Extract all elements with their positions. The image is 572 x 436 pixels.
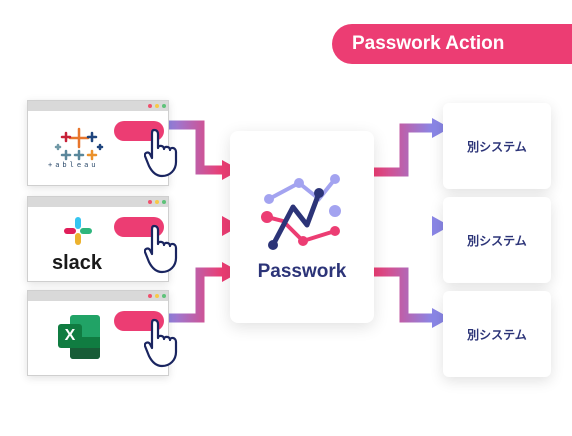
slack-logo-icon [64,217,92,245]
window-dot-yellow [155,104,159,108]
system-label: 別システム [467,139,527,154]
system-label: 別システム [467,327,527,342]
arrowhead-system3 [432,308,450,328]
window-dot-green [162,104,166,108]
excel-logo-icon: X [58,315,100,359]
window-dot-yellow [155,200,159,204]
hand-cursor-icon [144,128,178,178]
arrow-app3-to-passwork [165,267,222,323]
passwork-brand: Passwork [257,261,347,282]
window-titlebar [28,291,168,301]
system-label: 別システム [467,233,527,248]
hand-cursor-icon [144,318,178,368]
passwork-card: Passwork [230,131,374,323]
header-title: Passwork Action [352,33,505,54]
app-window-excel: X [27,290,169,376]
hand-cursor-icon [144,224,178,274]
arrow-passwork-to-system3 [374,267,432,323]
window-dot-red [148,104,152,108]
slack-wordmark: slack [52,252,103,274]
system-card-1: 別システム [443,103,551,189]
tableau-wordmark: +ableau [48,161,99,169]
app-window-slack: slack [27,196,169,282]
arrow-app1-to-passwork [165,120,222,175]
window-titlebar [28,101,168,111]
window-dot-yellow [155,294,159,298]
window-dot-green [162,200,166,204]
arrowhead-system2 [432,216,450,236]
header-badge: Passwork Action [332,24,572,64]
window-dot-red [148,200,152,204]
system-card-2: 別システム [443,197,551,283]
system-card-3: 別システム [443,291,551,377]
tableau-logo-icon [54,127,104,161]
window-dot-green [162,294,166,298]
passwork-logo-icon [261,174,341,250]
excel-letter: X [58,324,82,348]
arrow-passwork-to-system1 [374,123,432,177]
window-titlebar [28,197,168,207]
app-window-tableau: +ableau [27,100,169,186]
window-dot-red [148,294,152,298]
arrowhead-system1 [432,118,450,138]
